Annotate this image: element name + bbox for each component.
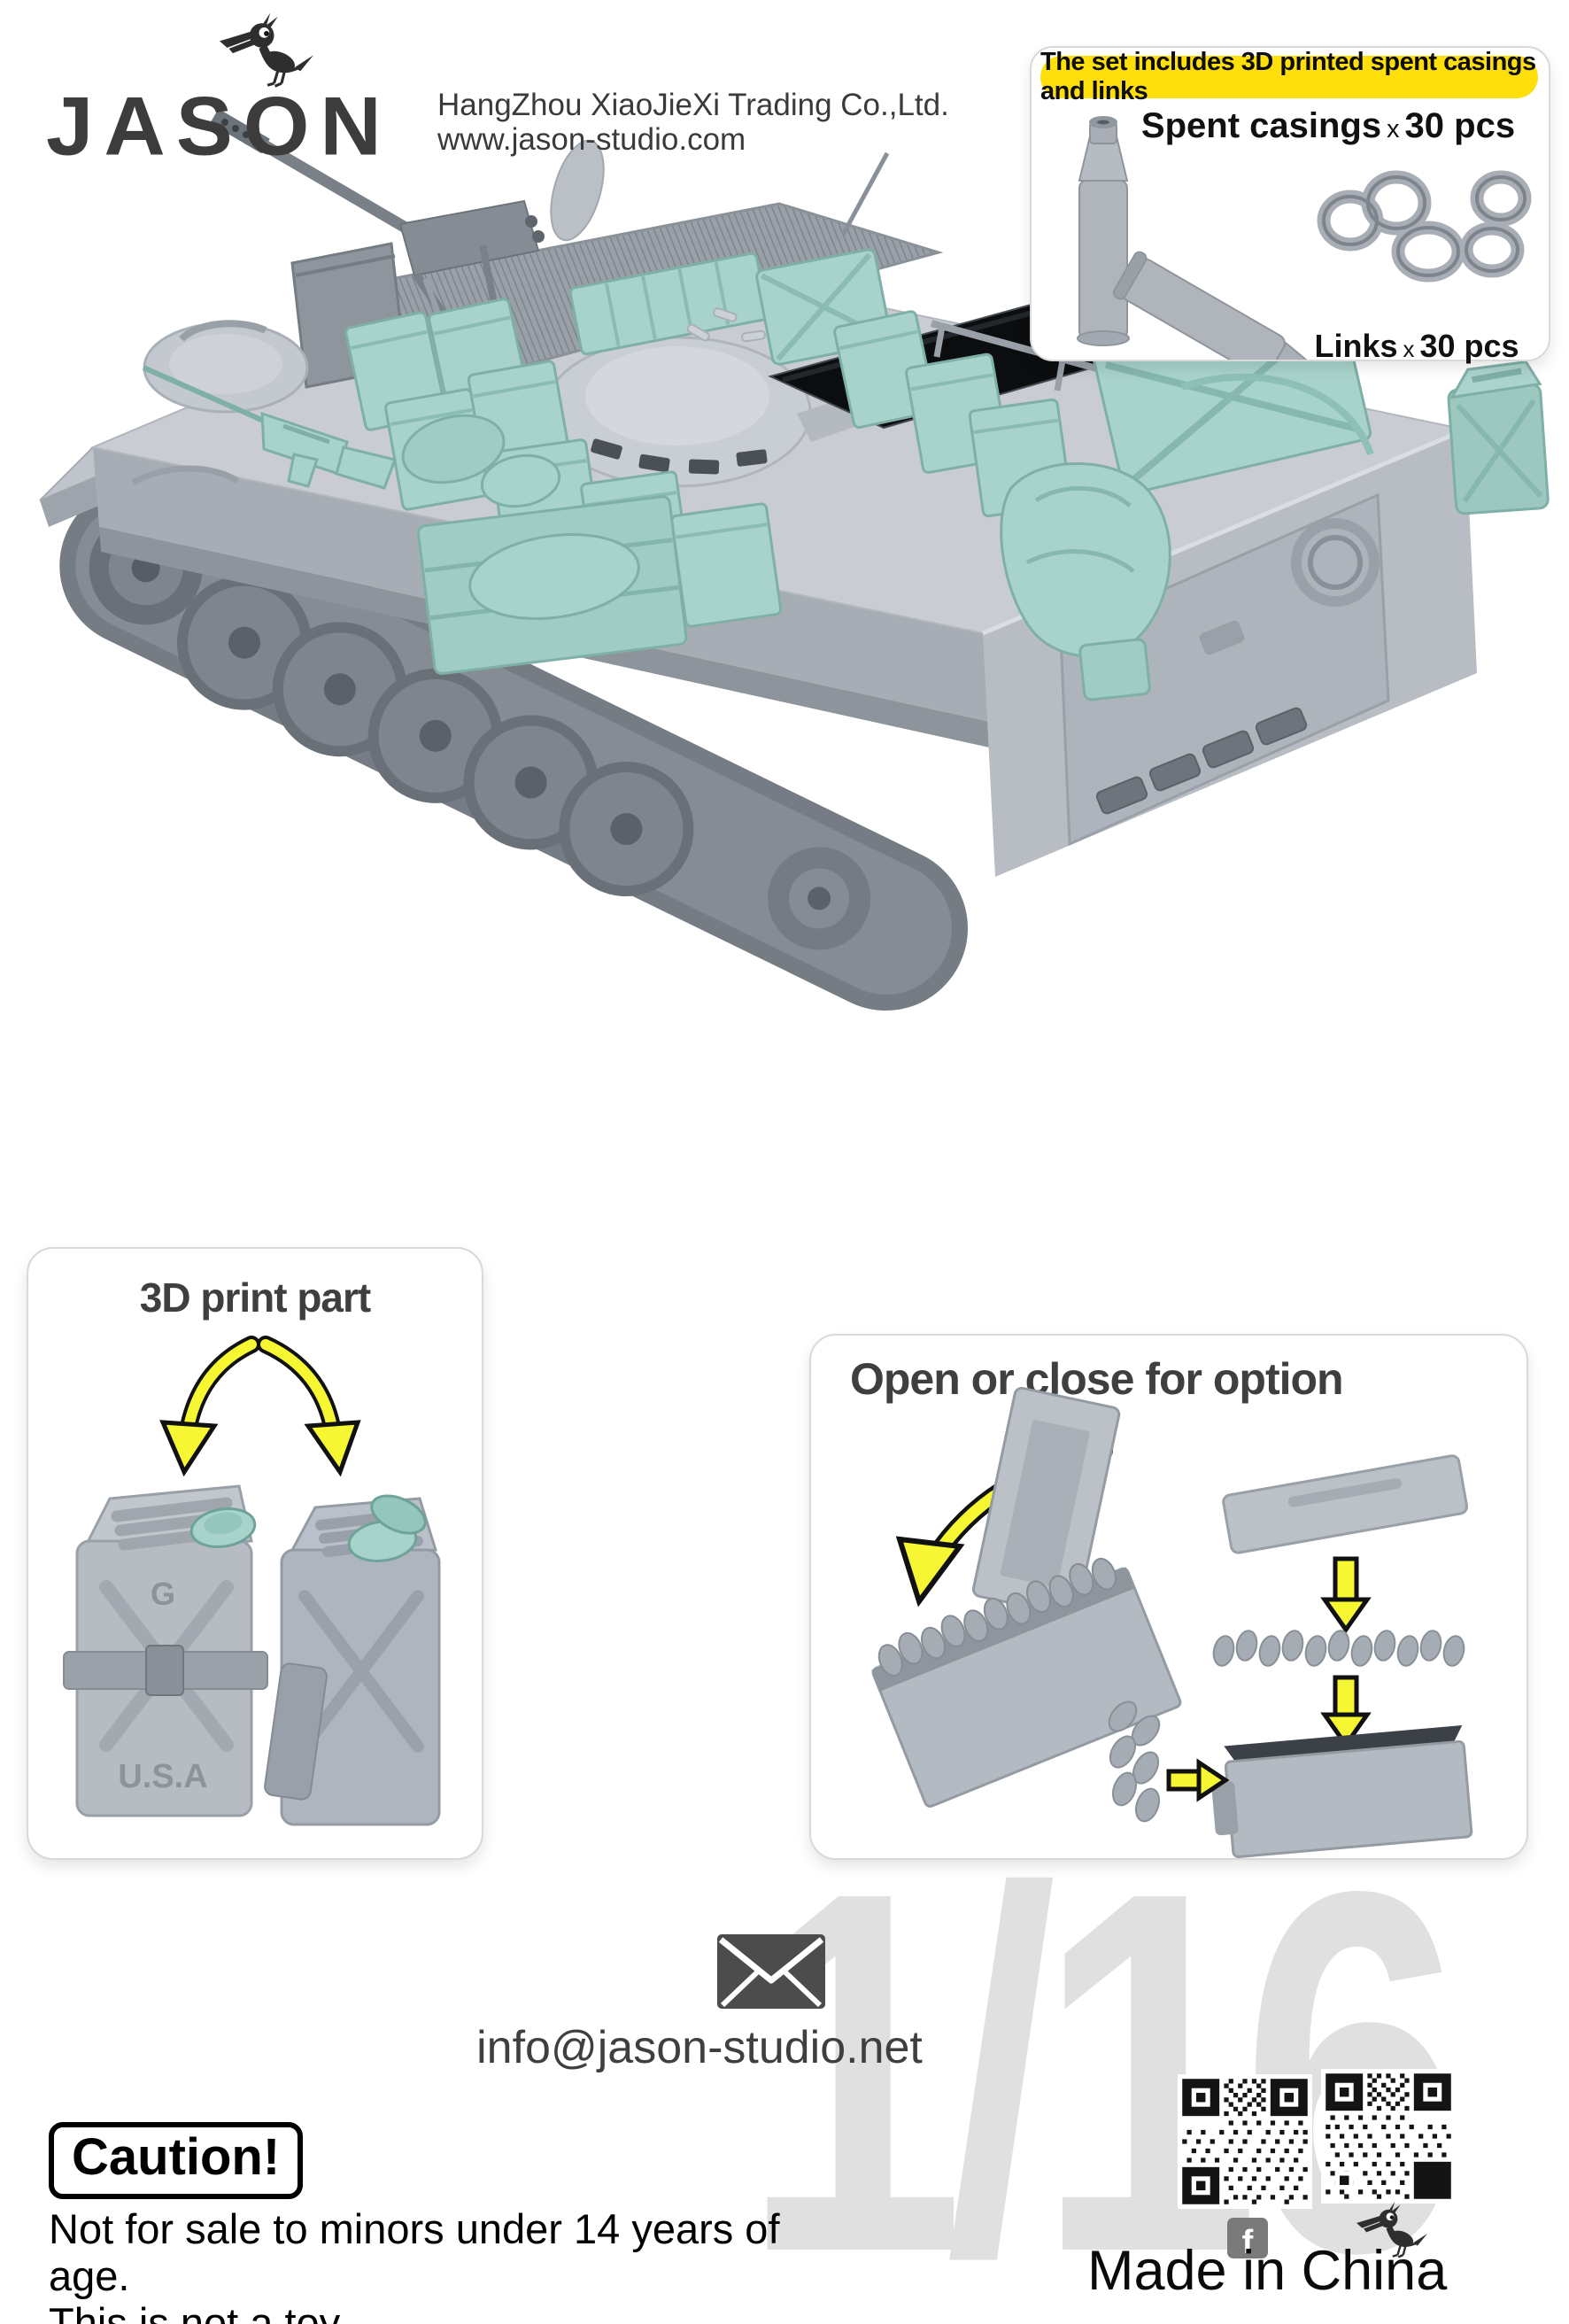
arrow-right-icon [257,1336,361,1477]
jerry-cans-render: G U.S.A [63,1336,441,1826]
print-part-box: 3D print part [27,1247,483,1860]
bullet-belt [1212,1630,1465,1667]
arrow-right-small-icon [1166,1758,1230,1802]
jerry-can-open [264,1494,441,1826]
jerry-can-closed [63,1484,268,1817]
spent-casings-render [1077,116,1532,360]
caution-line1: Not for sale to minors under 14 years of… [49,2205,780,2300]
ammo-box-render [871,1386,1473,1858]
arrow-left-icon [159,1336,260,1477]
contact-email: info@jason-studio.net [476,2022,923,2073]
facebook-icon: f [1227,2218,1268,2259]
closed-lid [1222,1454,1469,1554]
brand-text: JASON [46,80,392,173]
envelope-icon [717,1934,825,2009]
teal-stowage [142,248,1550,701]
qr-code-left [1178,2074,1312,2209]
bird-logo-icon [220,12,313,89]
caution-text: Not for sale to minors under 14 years of… [49,2205,846,2324]
rifle [142,365,397,490]
qr-code-right [1321,2069,1456,2204]
website-url: www.jason-studio.com [437,121,746,157]
jerry-can-letter: G [151,1576,175,1612]
empty-ammo-box [1211,1724,1473,1858]
includes-box: The set includes 3D printed spent casing… [1030,46,1550,364]
company-name: HangZhou XiaoJieXi Trading Co.,Ltd. [437,88,949,122]
brand-logo: JASON [46,78,392,175]
option-title: Open or close for option [850,1354,1344,1404]
open-ammo-box [871,1386,1182,1808]
arrow-down-2-icon [1320,1675,1372,1749]
caution-line2: This is not a toy. [49,2299,349,2324]
print-part-title: 3D print part [139,1274,371,1321]
loose-belt [1108,1700,1161,1823]
caution-title: Caution! [49,2122,304,2199]
jerry-can-country: U.S.A [118,1758,207,1795]
arrow-down-1-icon [1320,1556,1372,1634]
option-box: Open or close for option [809,1334,1528,1860]
tank-render [39,108,1550,1011]
made-in-china: Made in China [1087,2240,1448,2302]
company-block: HangZhou XiaoJieXi Trading Co.,Ltd. www.… [437,88,949,157]
